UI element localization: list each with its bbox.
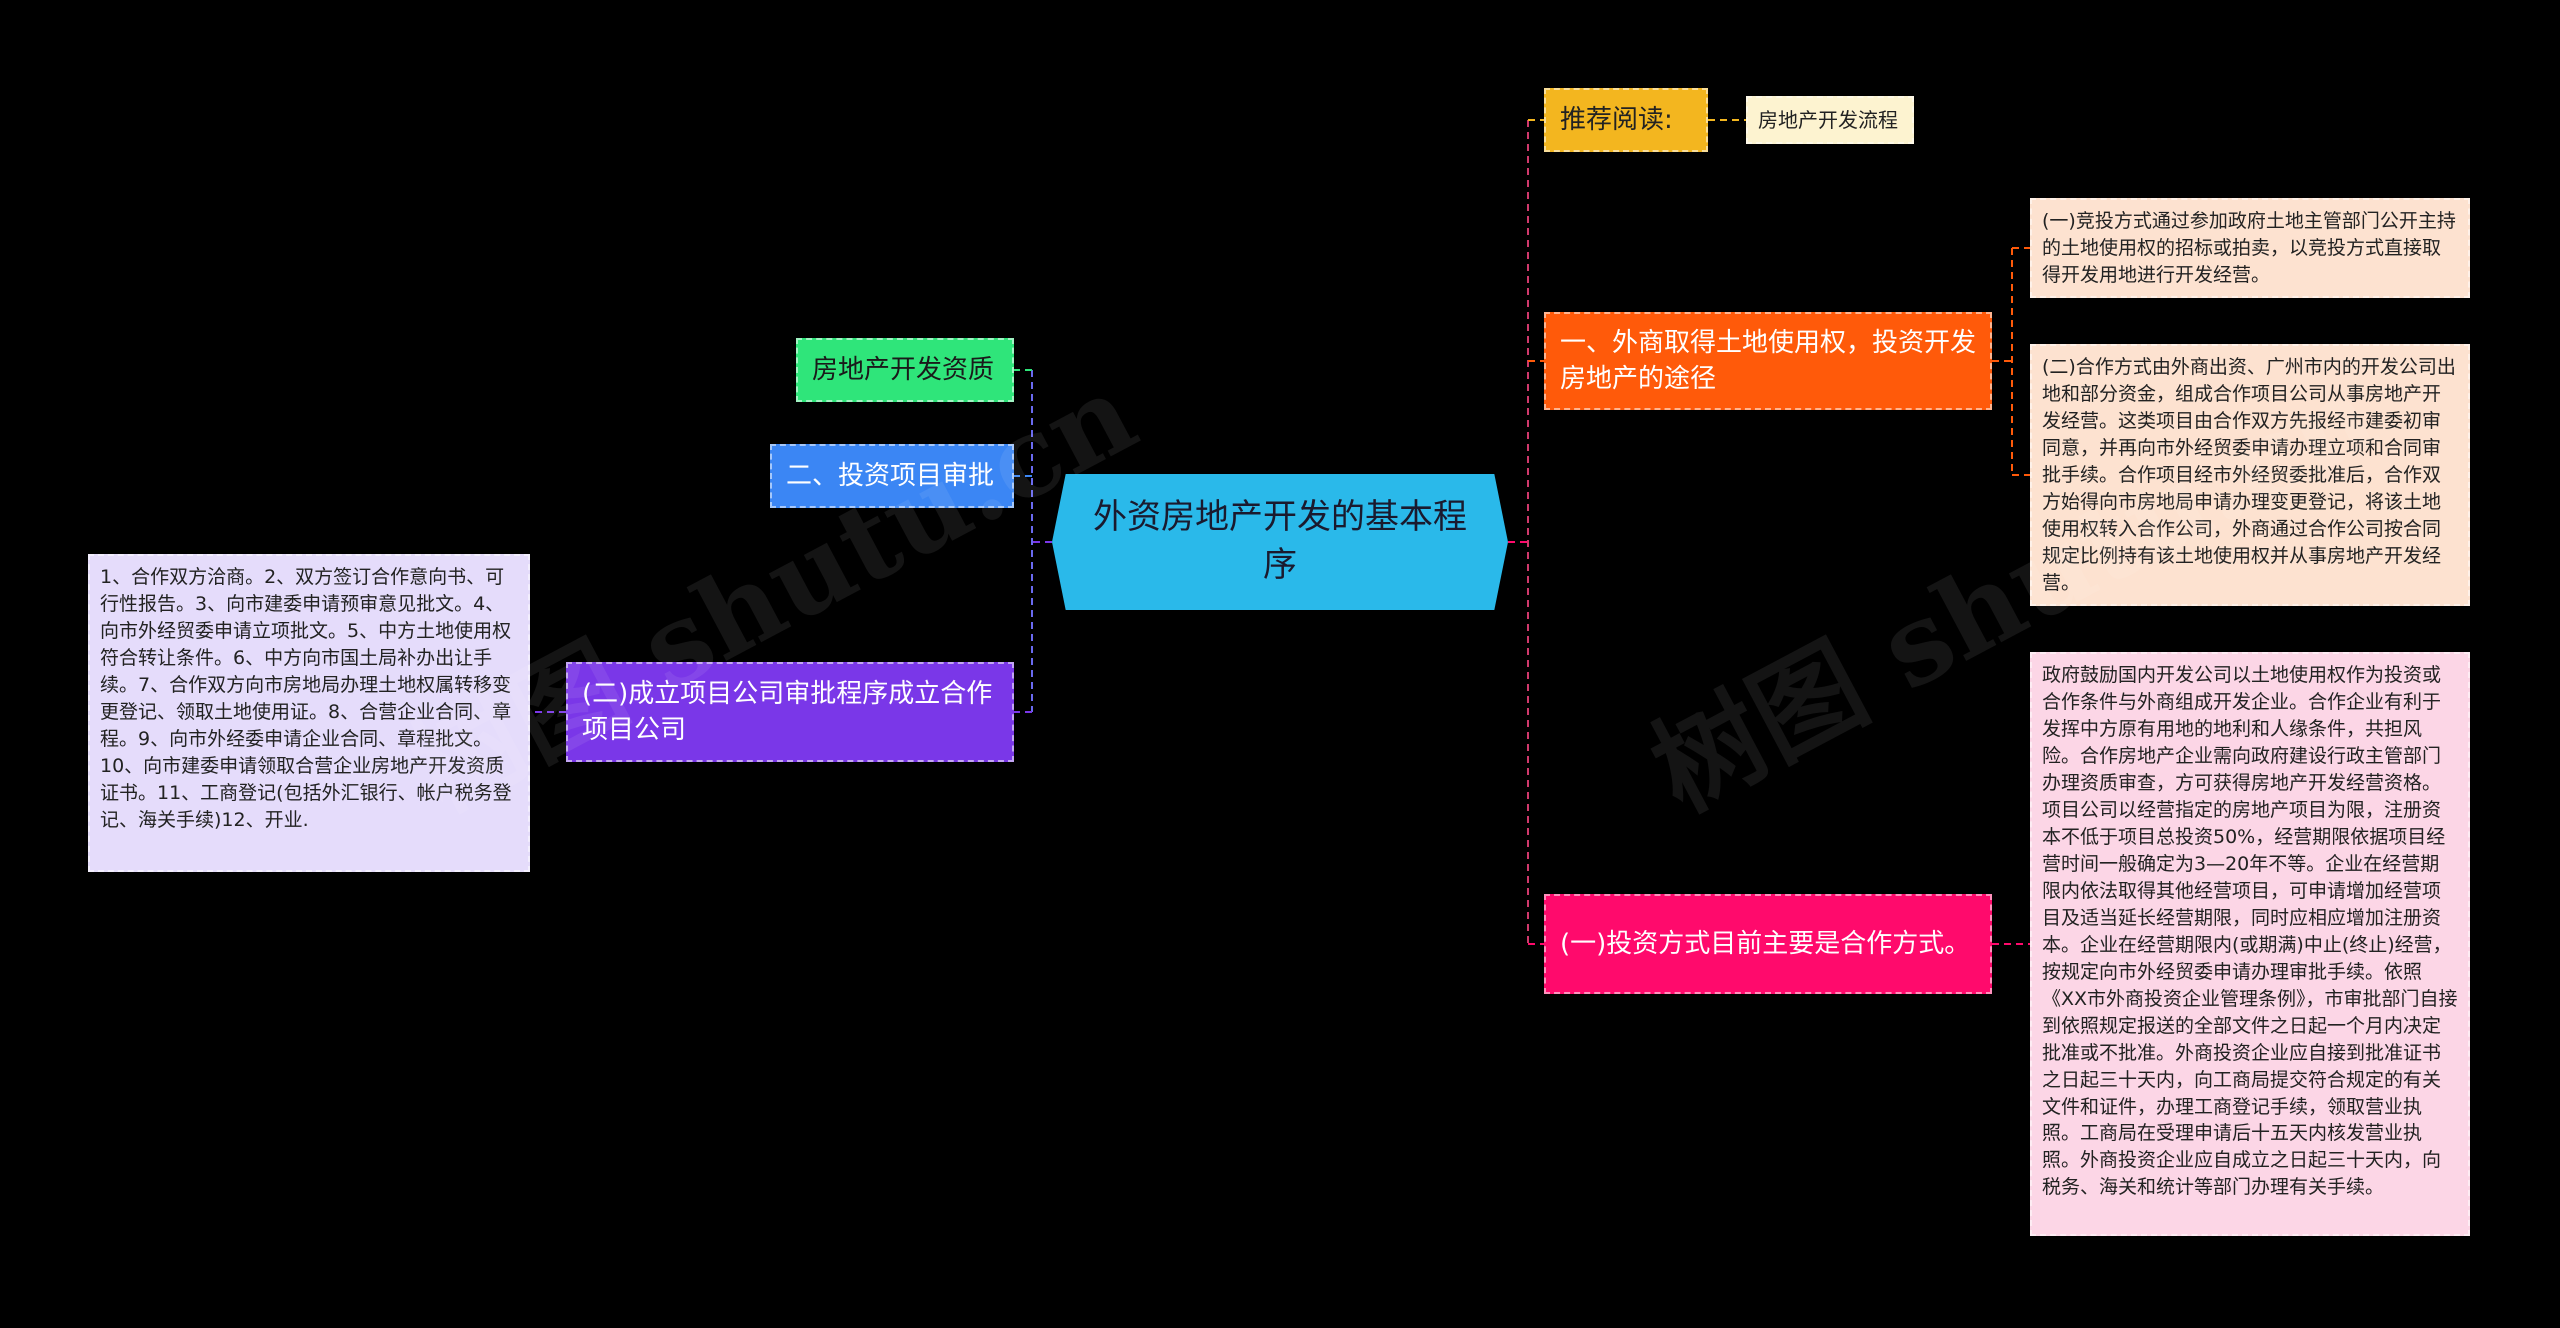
land-use-node[interactable]: 一、外商取得土地使用权，投资开发房地产的途径	[1544, 312, 1992, 410]
project-company-steps-leaf[interactable]: 1、合作双方洽商。2、双方签订合作意向书、可行性报告。3、向市建委申请预审意见批…	[88, 554, 530, 872]
qualification-node[interactable]: 房地产开发资质	[796, 338, 1014, 402]
land-bidding-text: (一)竞投方式通过参加政府土地主管部门公开主持的土地使用权的招标或拍卖，以竞投方…	[2042, 210, 2456, 286]
land-cooperation-leaf[interactable]: (二)合作方式由外商出资、广州市内的开发公司出地和部分资金，组成合作项目公司从事…	[2030, 344, 2470, 606]
recommend-label: 推荐阅读:	[1560, 104, 1673, 135]
root-title: 外资房地产开发的基本程序	[1093, 497, 1467, 585]
project-approval-label: 二、投资项目审批	[786, 460, 995, 491]
project-company-steps-text: 1、合作双方洽商。2、双方签订合作意向书、可行性报告。3、向市建委申请预审意见批…	[100, 566, 512, 831]
land-use-label: 一、外商取得土地使用权，投资开发房地产的途径	[1560, 327, 1977, 394]
root-node[interactable]: 外资房地产开发的基本程序	[1052, 474, 1508, 610]
recommend-link[interactable]: 房地产开发流程	[1746, 96, 1914, 144]
project-company-label: (二)成立项目公司审批程序成立合作项目公司	[582, 678, 993, 745]
investment-detail-text: 政府鼓励国内开发公司以土地使用权作为投资或合作条件与外商组成开发企业。合作企业有…	[2042, 664, 2458, 1199]
investment-mode-node[interactable]: (一)投资方式目前主要是合作方式。	[1544, 894, 1992, 994]
land-cooperation-text: (二)合作方式由外商出资、广州市内的开发公司出地和部分资金，组成合作项目公司从事…	[2042, 356, 2456, 594]
project-company-node[interactable]: (二)成立项目公司审批程序成立合作项目公司	[566, 662, 1014, 762]
recommend-link-text: 房地产开发流程	[1758, 108, 1898, 132]
investment-mode-label: (一)投资方式目前主要是合作方式。	[1560, 928, 1971, 959]
investment-detail-leaf[interactable]: 政府鼓励国内开发公司以土地使用权作为投资或合作条件与外商组成开发企业。合作企业有…	[2030, 652, 2470, 1236]
project-approval-node[interactable]: 二、投资项目审批	[770, 444, 1014, 508]
qualification-label: 房地产开发资质	[812, 354, 995, 385]
recommend-node[interactable]: 推荐阅读:	[1544, 88, 1708, 152]
land-bidding-leaf[interactable]: (一)竞投方式通过参加政府土地主管部门公开主持的土地使用权的招标或拍卖，以竞投方…	[2030, 198, 2470, 298]
